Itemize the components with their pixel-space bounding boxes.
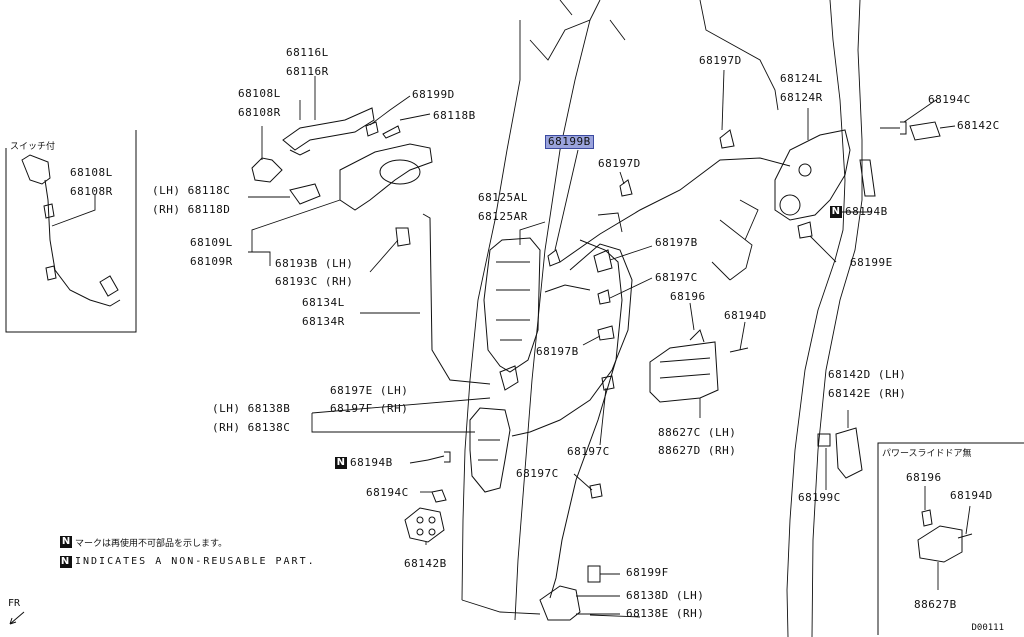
part-label-68197D-mid[interactable]: 68197D (598, 157, 641, 170)
part-label-68134L[interactable]: 68134L (302, 296, 345, 309)
leader-lines (51, 69, 971, 615)
part-label-68196[interactable]: 68196 (670, 290, 706, 303)
part-label-68134R[interactable]: 68134R (302, 315, 345, 328)
part-label-68193B[interactable]: 68193B (LH) (275, 257, 354, 270)
part-label-68116R[interactable]: 68116R (286, 65, 329, 78)
part-label-68108L[interactable]: 68108L (238, 87, 281, 100)
part-label-68108R-inset[interactable]: 68108R (70, 185, 113, 198)
part-label-68197C-c[interactable]: 68197C (516, 467, 559, 480)
part-label-88627C[interactable]: 88627C (LH) (658, 426, 737, 439)
part-label-68199B-highlighted[interactable]: 68199B (545, 135, 594, 149)
part-label-68142E[interactable]: 68142E (RH) (828, 387, 907, 400)
part-label-68108L-inset[interactable]: 68108L (70, 166, 113, 179)
part-label-68199C[interactable]: 68199C (798, 491, 841, 504)
part-label-68197B-a[interactable]: 68197B (655, 236, 698, 249)
part-label-68197C-b[interactable]: 68197C (567, 445, 610, 458)
front-direction-label: FR (8, 598, 21, 609)
part-label-68199F[interactable]: 68199F (626, 566, 669, 579)
part-label-68194D-inset[interactable]: 68194D (950, 489, 993, 502)
part-label-68138B[interactable]: (LH) 68138B (212, 402, 291, 415)
part-label-68196-inset[interactable]: 68196 (906, 471, 942, 484)
part-label-68109R[interactable]: 68109R (190, 255, 233, 268)
part-label-68197E[interactable]: 68197E (LH) (330, 384, 409, 397)
part-label-68118B[interactable]: 68118B (433, 109, 476, 122)
part-label-68197C-a[interactable]: 68197C (655, 271, 698, 284)
part-label-68138D[interactable]: 68138D (LH) (626, 589, 705, 602)
non-reusable-badge: N (60, 556, 72, 568)
part-label-68194C-right[interactable]: 68194C (928, 93, 971, 106)
part-label-88627B[interactable]: 88627B (914, 598, 957, 611)
part-label-68125AL[interactable]: 68125AL (478, 191, 528, 204)
part-label-68194D[interactable]: 68194D (724, 309, 767, 322)
part-label-68124L[interactable]: 68124L (780, 72, 823, 85)
part-label-68118D[interactable]: (RH) 68118D (152, 203, 231, 216)
part-label-68108R[interactable]: 68108R (238, 106, 281, 119)
part-shapes (21, 107, 973, 621)
diagram-code: D00111 (971, 623, 1004, 633)
part-label-68199D[interactable]: 68199D (412, 88, 455, 101)
part-label-68124R[interactable]: 68124R (780, 91, 823, 104)
part-label-68197B-b[interactable]: 68197B (536, 345, 579, 358)
non-reusable-badge: N (830, 206, 842, 218)
part-label-68199E[interactable]: 68199E (850, 256, 893, 269)
part-label-68109L[interactable]: 68109L (190, 236, 233, 249)
inset-power-title: パワースライドドア無 (882, 449, 972, 459)
part-label-68194C-left[interactable]: 68194C (366, 486, 409, 499)
inset-box-switch (5, 130, 137, 333)
non-reusable-badge: N (335, 457, 347, 469)
part-label-68138E[interactable]: 68138E (RH) (626, 607, 705, 620)
part-label-88627D[interactable]: 88627D (RH) (658, 444, 737, 457)
part-label-68142C[interactable]: 68142C (957, 119, 1000, 132)
part-label-68142B[interactable]: 68142B (404, 557, 447, 570)
part-label-68197D-top[interactable]: 68197D (699, 54, 742, 67)
part-label-68116L[interactable]: 68116L (286, 46, 329, 59)
inset-box-power (877, 442, 1024, 635)
inset-switch-title: スイッチ付 (10, 142, 56, 152)
part-label-68138C[interactable]: (RH) 68138C (212, 421, 291, 434)
front-arrow-icon (9, 611, 25, 625)
part-label-68125AR[interactable]: 68125AR (478, 210, 528, 223)
non-reusable-badge: N (60, 536, 72, 548)
part-label-68197F[interactable]: 68197F (RH) (330, 402, 409, 415)
part-label-68118C[interactable]: (LH) 68118C (152, 184, 231, 197)
part-label-68193C[interactable]: 68193C (RH) (275, 275, 354, 288)
part-label-68142D[interactable]: 68142D (LH) (828, 368, 907, 381)
